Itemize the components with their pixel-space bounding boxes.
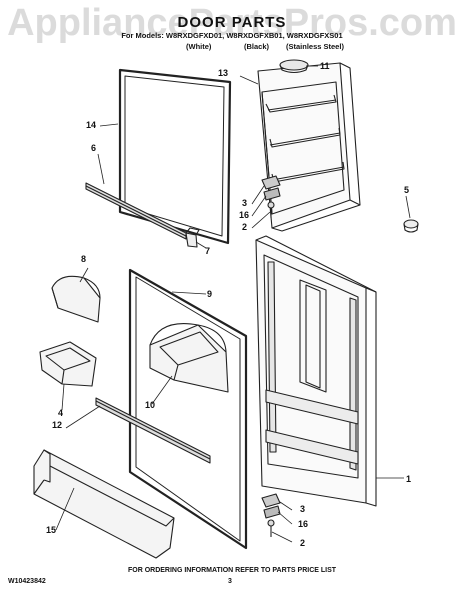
door-plug [403,219,419,233]
lower-trim-strip [95,397,211,464]
diagram-title: DOOR PARTS [177,14,287,31]
callout-3-lower: 3 [300,504,306,514]
trim-end-cap [185,227,200,248]
variant-white: (White) [186,42,212,51]
callout-6: 6 [91,143,97,153]
callout-9: 9 [207,289,213,299]
callout-16-lower: 16 [298,519,309,529]
callout-2-upper: 2 [242,222,248,232]
ordering-note: FOR ORDERING INFORMATION REFER TO PARTS … [127,567,337,574]
callout-13: 13 [218,68,229,78]
utility-bin [39,341,97,387]
callout-14: 14 [86,120,97,130]
dairy-bin [149,323,229,393]
model-list: For Models: W8RXDGFXD01, W8RXDGFXB01, W8… [121,31,343,40]
door-bin [33,449,175,559]
upper-hinge-hardware [261,175,281,218]
callout-5: 5 [404,185,410,195]
callout-1: 1 [406,474,412,484]
callout-3-upper: 3 [242,198,248,208]
hinge-cover [279,59,309,74]
callout-15: 15 [46,525,57,535]
small-bin-cover [51,275,101,323]
page-number: 3 [228,578,232,585]
upper-trim-strip [85,182,187,240]
document-number: W10423842 [8,578,46,585]
callout-7: 7 [205,246,211,256]
callout-10: 10 [145,400,156,410]
lower-hinge-hardware [261,493,281,537]
callout-4: 4 [58,408,64,418]
freezer-door [257,62,361,232]
variant-black: (Black) [244,42,270,51]
callout-11: 11 [320,61,330,71]
callout-12: 12 [52,420,63,430]
variant-stainless: (Stainless Steel) [286,42,344,51]
lower-door-gasket [128,268,248,550]
watermark-text: AppliancePartsPros.com [7,2,457,44]
callout-2-lower: 2 [300,538,306,548]
fresh-food-door [255,235,377,507]
upper-door-gasket [118,68,232,245]
callout-8: 8 [81,254,87,264]
callout-16-upper: 16 [239,210,250,220]
